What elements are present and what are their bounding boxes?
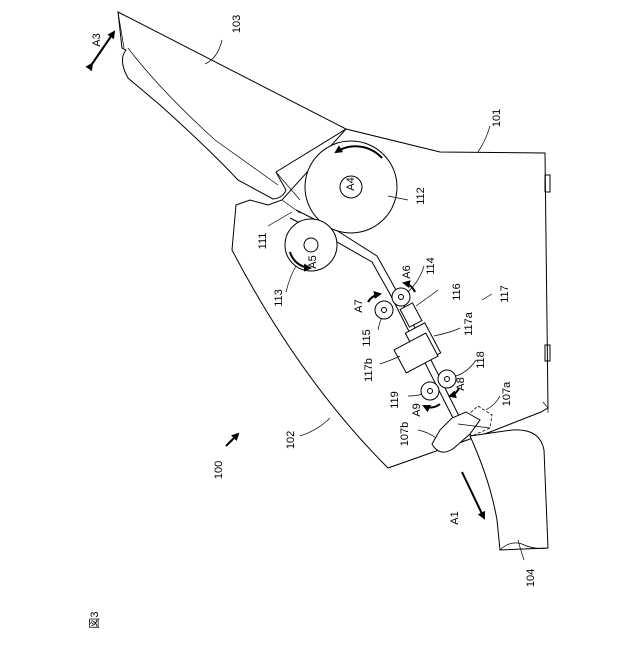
leader-101 [478, 126, 490, 152]
roller-114 [392, 288, 410, 306]
label-107a: 107a [501, 381, 513, 406]
leader-107b [418, 430, 436, 438]
direction-arrow-a1 [462, 472, 484, 518]
leader-117b [380, 356, 400, 364]
leader-102 [300, 418, 330, 436]
label-a3: A3 [91, 33, 103, 46]
leader-117 [482, 294, 492, 300]
roller-119 [421, 382, 439, 400]
sheet-stack-104 [470, 430, 548, 550]
leader-116 [416, 290, 438, 306]
leader-111 [268, 212, 292, 226]
roller-115 [375, 301, 393, 319]
leader-119 [408, 394, 422, 396]
arrow-100 [226, 434, 238, 446]
label-a6: A6 [401, 265, 413, 278]
label-117b: 117b [363, 358, 375, 382]
label-101: 101 [491, 109, 503, 127]
label-a8: A8 [455, 377, 467, 390]
label-116: 116 [451, 283, 463, 301]
label-114: 114 [425, 257, 437, 275]
label-a7: A7 [353, 299, 365, 312]
guide-107b [432, 412, 480, 452]
label-104: 104 [525, 569, 537, 587]
label-117: 117 [499, 285, 511, 303]
leader-107a [486, 396, 500, 410]
leader-113 [286, 266, 296, 292]
block-116 [400, 303, 422, 327]
label-a1: A1 [449, 511, 461, 524]
leader-115 [378, 318, 382, 330]
label-a5: A5 [307, 255, 319, 268]
label-a9: A9 [411, 403, 423, 416]
housing-corner [543, 402, 548, 413]
label-111: 111 [257, 233, 269, 250]
label-112: 112 [415, 187, 427, 205]
label-119: 119 [389, 391, 401, 409]
label-117a: 117a [463, 311, 475, 336]
figure-caption: 図3 [88, 611, 101, 628]
leader-117a [434, 328, 460, 336]
rotation-arrow-a9 [424, 404, 440, 407]
label-115: 115 [361, 329, 373, 347]
label-107b: 107b [399, 422, 411, 446]
leader-118 [456, 360, 476, 376]
rotation-arrow-a7 [368, 294, 380, 302]
label-100: 100 [213, 461, 225, 479]
label-118: 118 [475, 351, 487, 369]
roller-118 [438, 370, 456, 388]
label-102: 102 [285, 431, 297, 449]
label-113: 113 [273, 289, 285, 307]
label-a4: A4 [345, 177, 357, 190]
label-103: 103 [231, 15, 243, 33]
